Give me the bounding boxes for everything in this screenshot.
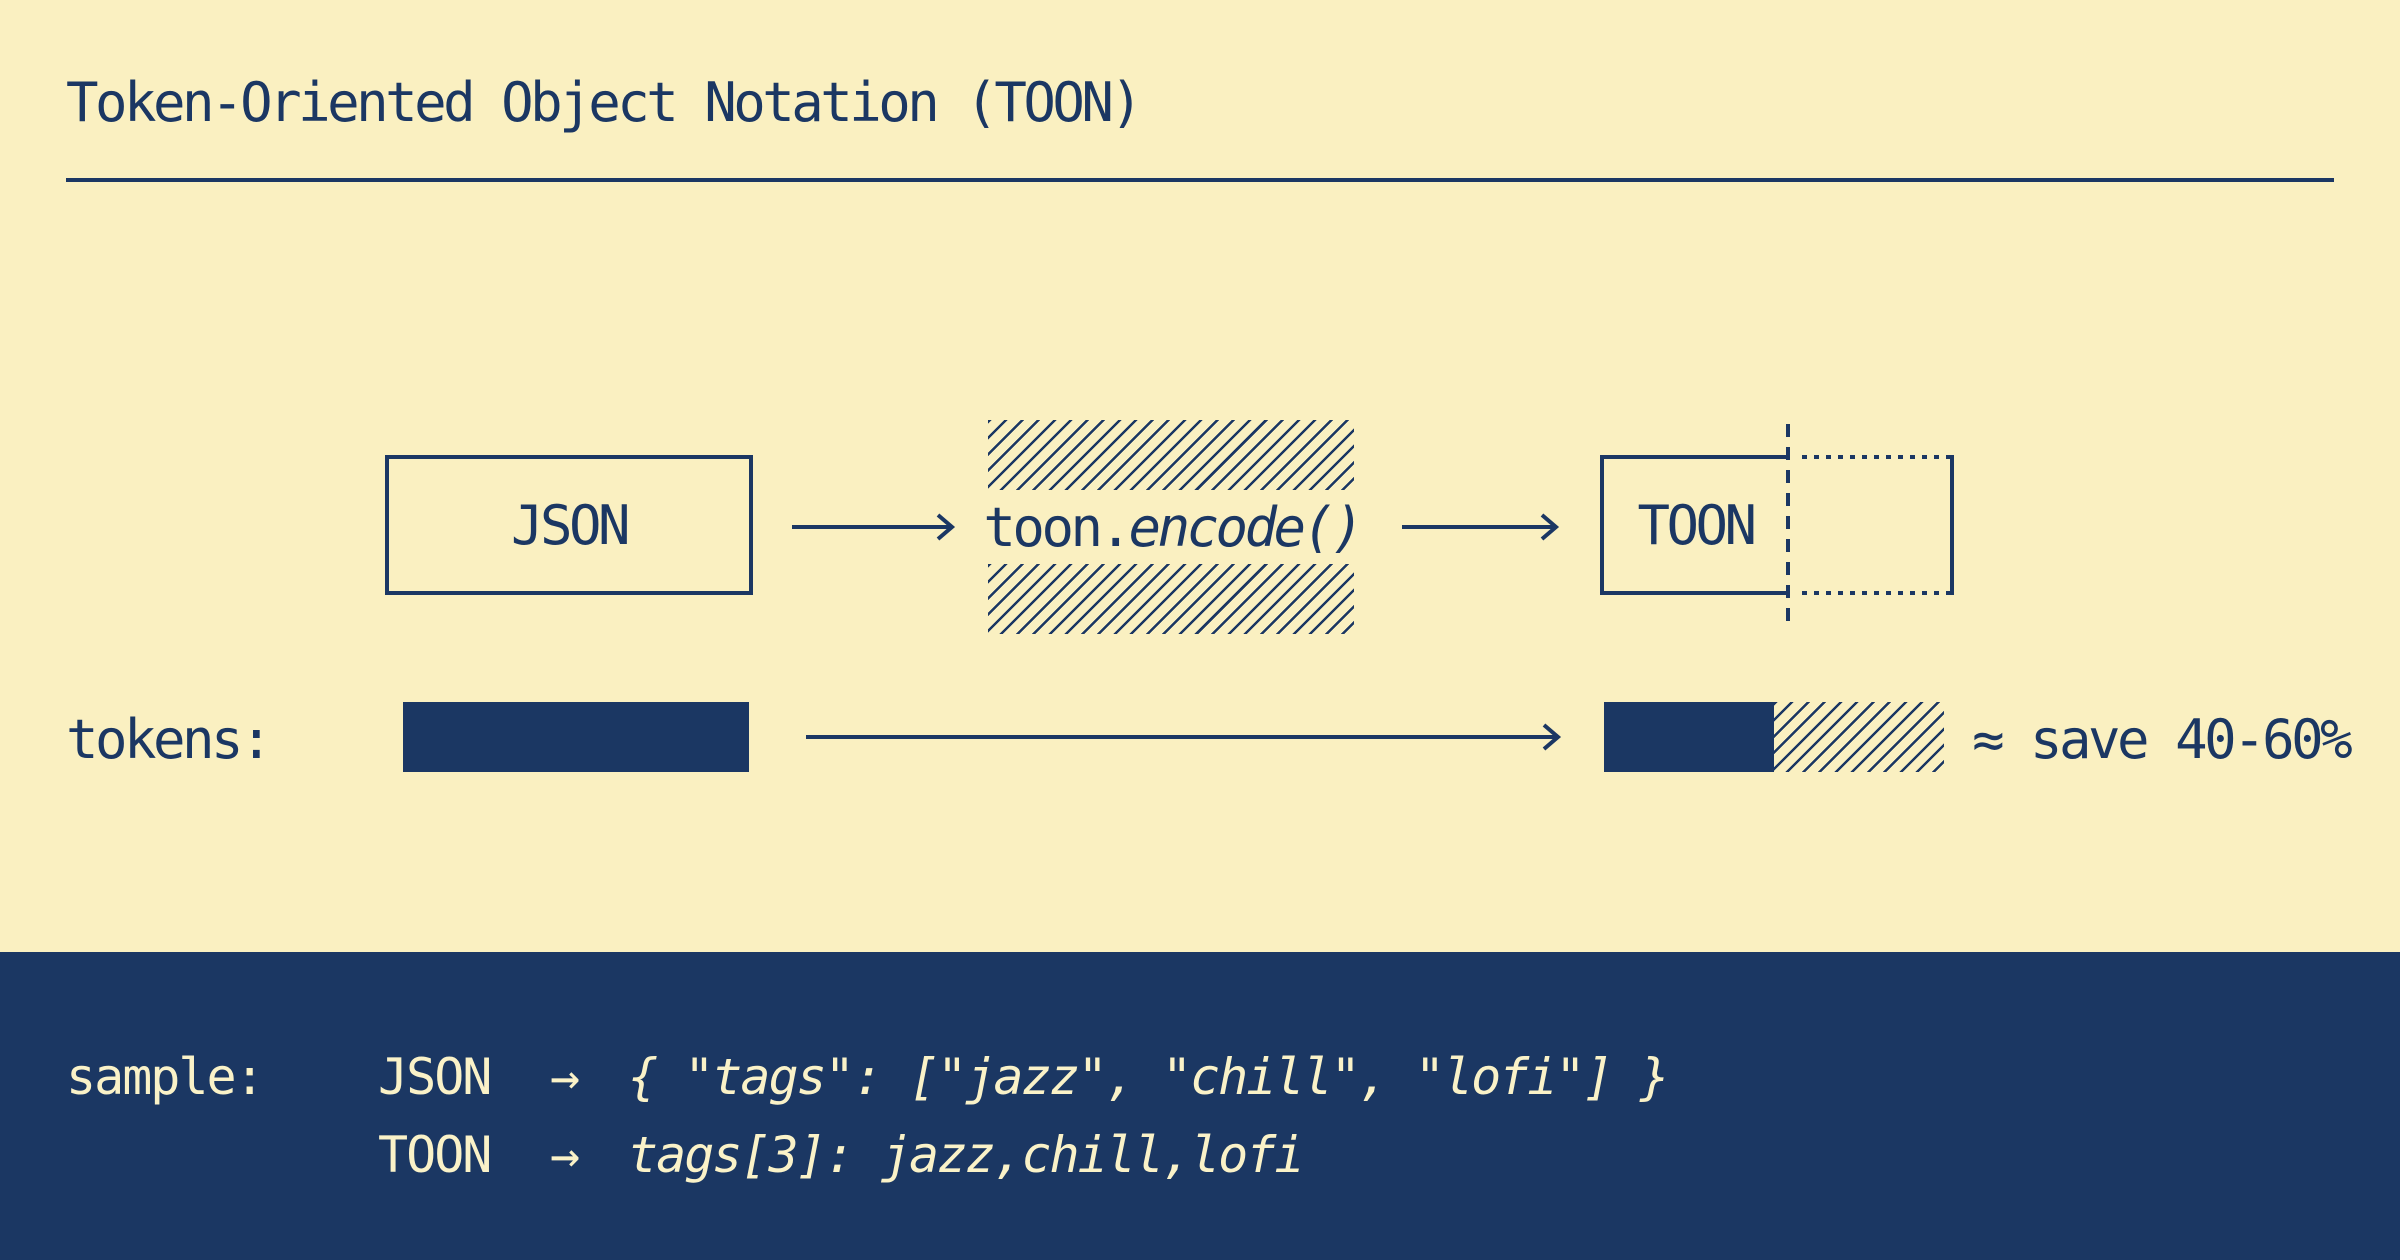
sample-row-json: sample: JSON → { "tags": ["jazz", "chill… [66,1046,1670,1108]
toon-tokens-bar [1604,702,1774,772]
sample-label: sample: [66,1048,265,1106]
toon-output-box: TOON [1600,455,1787,595]
sample-code-json: { "tags": ["jazz", "chill", "lofi"] } [628,1048,1670,1106]
hatch-band-bottom [988,564,1354,634]
dotted-edge-bottom [1802,591,1950,595]
saved-tokens-hatch-bar [1774,702,1944,772]
tokens-row-label: tokens: [66,708,273,771]
json-input-label: JSON [510,493,631,557]
page-title: Token-Oriented Object Notation (TOON) [66,71,1143,134]
hatch-band-top [988,420,1354,490]
json-input-box: JSON [385,455,753,595]
sample-arrow-glyph: → [550,1126,580,1184]
encode-call-label: toon.encode() [983,492,1364,562]
cut-dashed-line [1786,424,1790,628]
title-divider [66,178,2334,182]
encode-method-text: encode() [1128,495,1364,559]
tokens-arrow-icon [804,721,1570,753]
toon-namespace-text: toon. [983,495,1132,559]
toon-output-label: TOON [1637,493,1757,557]
sample-arrow-glyph: → [550,1048,580,1106]
arrow-right-icon [1400,511,1572,543]
sample-panel: sample: JSON → { "tags": ["jazz", "chill… [0,952,2400,1260]
dotted-edge-top [1802,455,1950,459]
sample-row-toon: TOON → tags[3]: jazz,chill,lofi [66,1124,1304,1186]
sample-format-json: JSON [378,1048,492,1106]
sample-code-toon: tags[3]: jazz,chill,lofi [628,1126,1304,1184]
saved-tokens-phantom-box [1802,455,1954,595]
json-tokens-bar [403,702,749,772]
savings-note: ≈ save 40-60% [1972,708,2353,771]
arrow-right-icon [790,511,968,543]
sample-format-toon: TOON [378,1126,492,1184]
